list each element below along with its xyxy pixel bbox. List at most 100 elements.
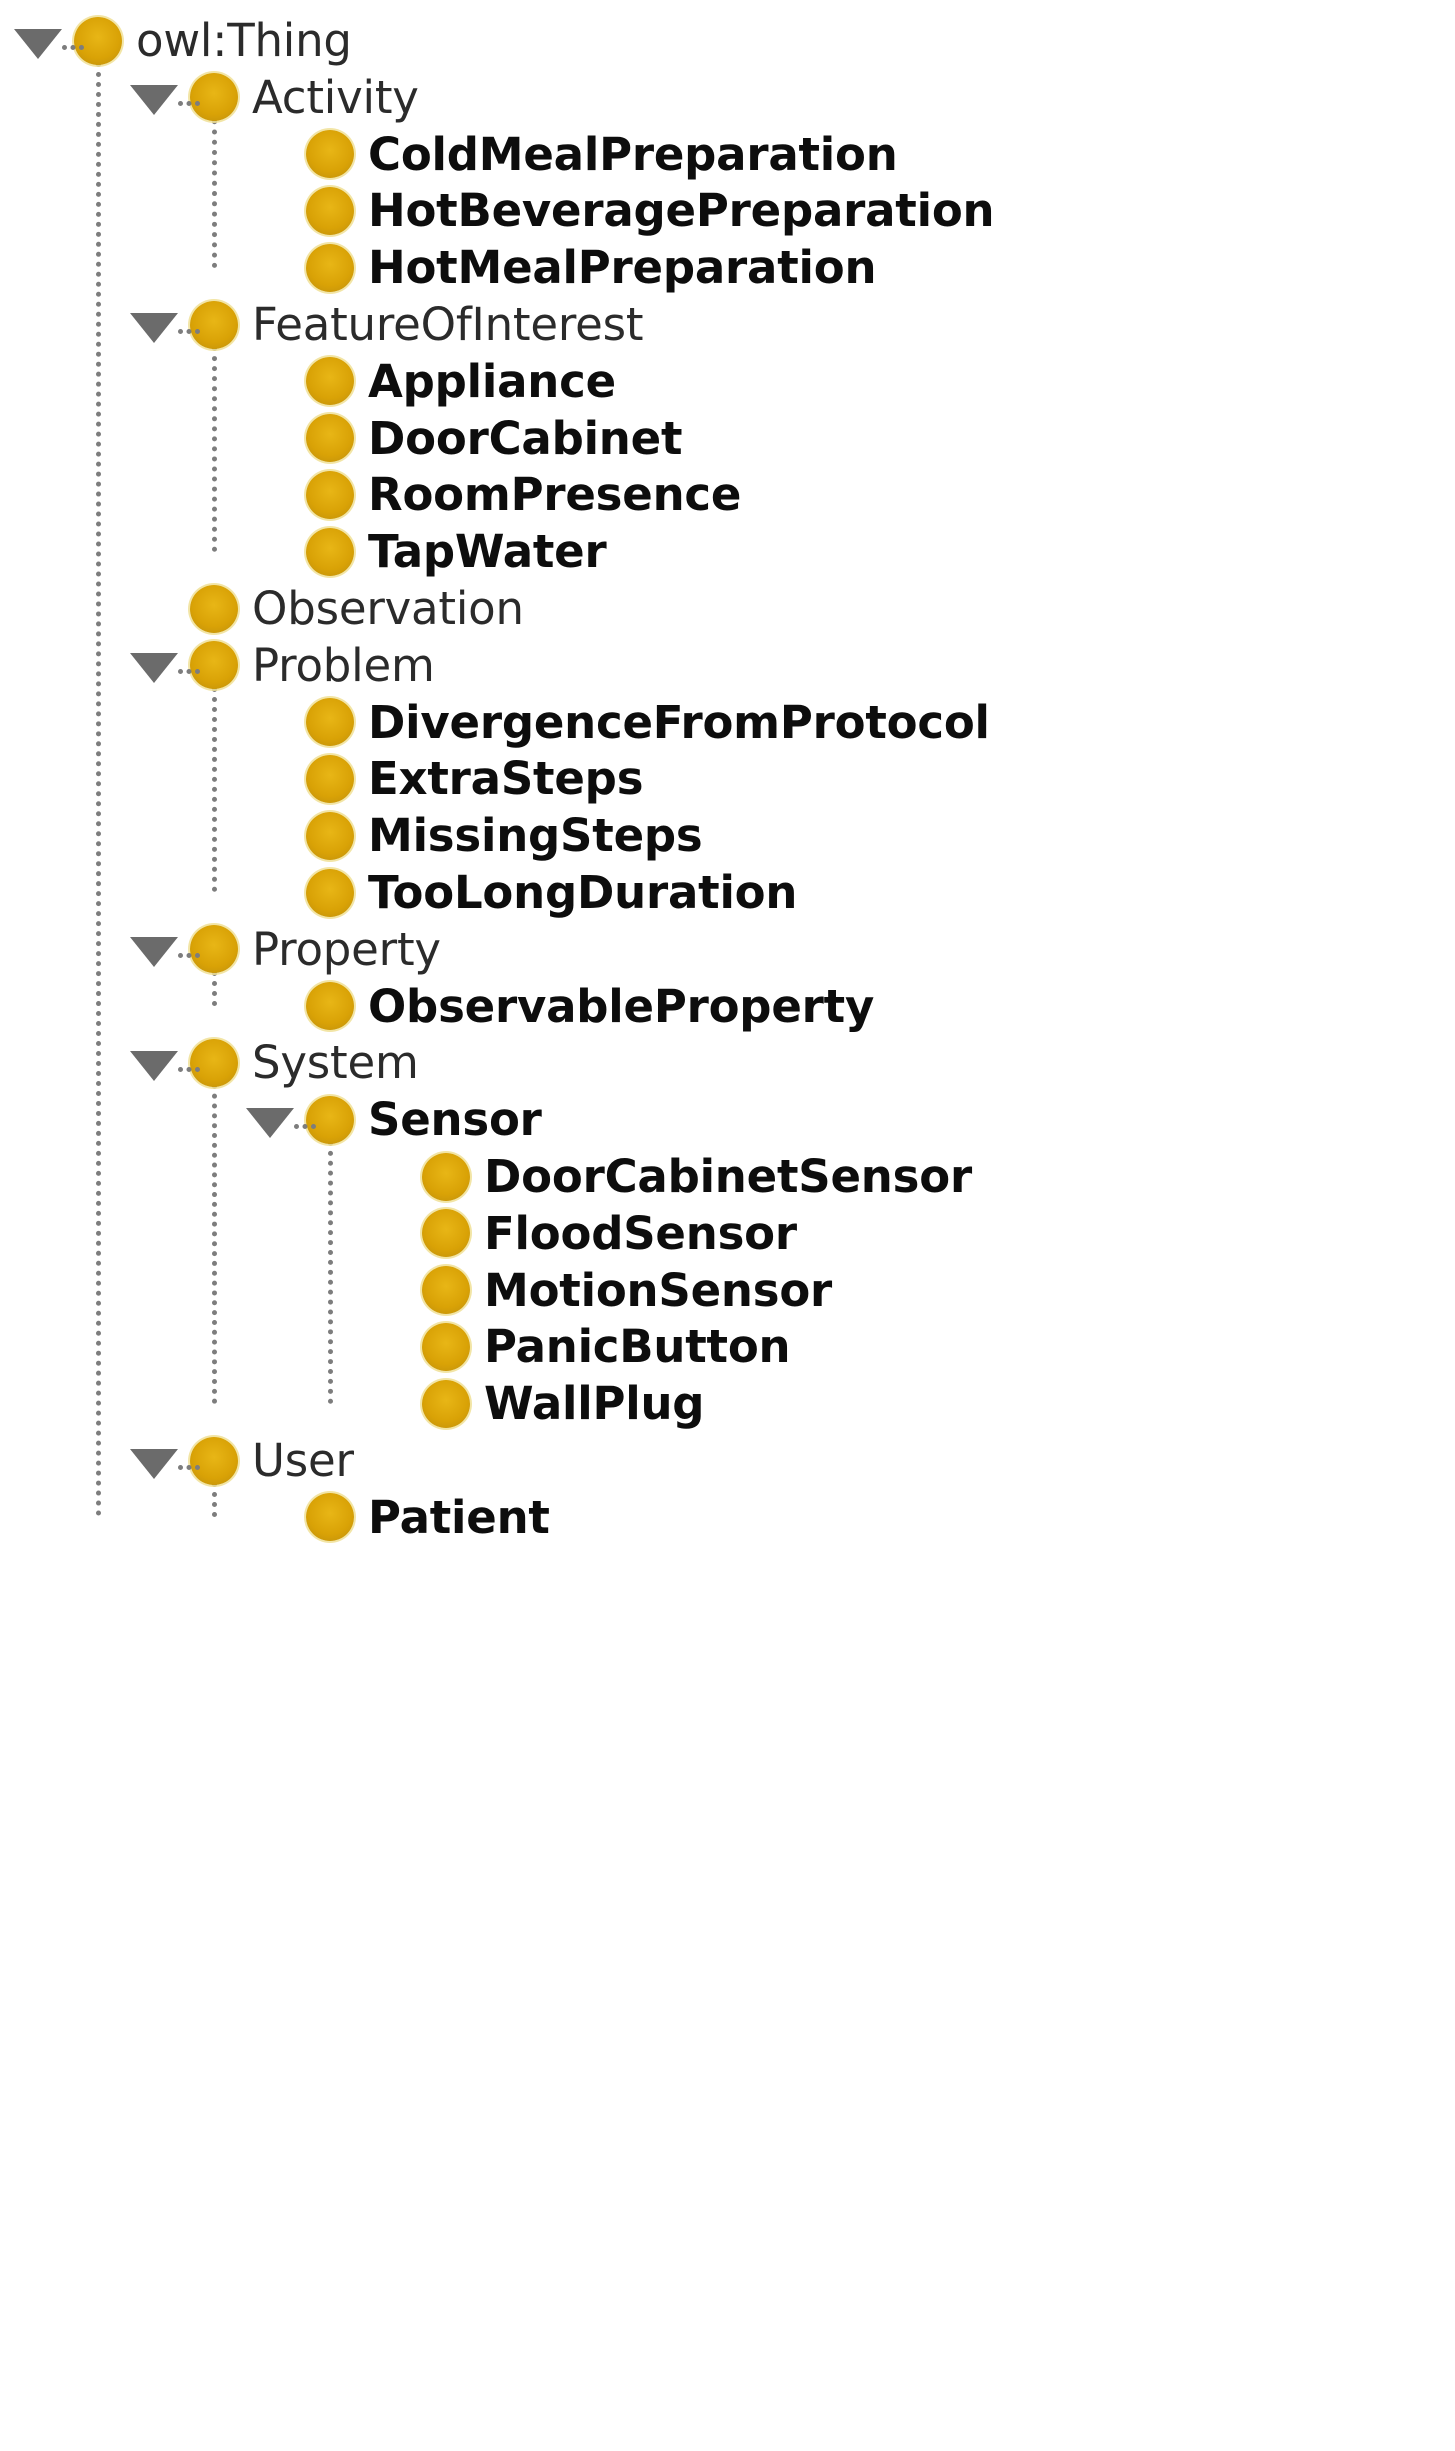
tree-node-observable-property[interactable]: ObservableProperty: [242, 978, 874, 1035]
tree-node-missing-steps[interactable]: MissingSteps: [242, 807, 703, 864]
triangle-down-icon: [130, 85, 178, 116]
owl-class-bullet-icon: [422, 1266, 470, 1315]
tree-node-problem[interactable]: Problem: [126, 637, 435, 694]
tree-node-label: System: [252, 1036, 419, 1090]
expand-collapse-triangle-down-icon[interactable]: [242, 1100, 316, 1140]
tree-node-label: Problem: [252, 638, 435, 692]
connector-stub: [178, 669, 200, 675]
tree-node-divergence-from-protocol[interactable]: DivergenceFromProtocol: [242, 694, 990, 751]
tree-node-label: User: [252, 1434, 354, 1487]
owl-class-bullet-icon: [306, 1095, 354, 1144]
tree-node-label: DivergenceFromProtocol: [368, 695, 990, 749]
tree-leaf-connector-icon: [242, 248, 306, 288]
tree-leaf-connector-icon: [242, 873, 306, 913]
tree-node-hot-meal-preparation[interactable]: HotMealPreparation: [242, 239, 877, 296]
owl-class-bullet-icon: [306, 130, 354, 179]
tree-node-label: DoorCabinet: [368, 411, 683, 465]
owl-class-bullet-icon: [306, 868, 354, 917]
tree-node-label: TapWater: [368, 525, 607, 579]
tree-node-activity[interactable]: Activity: [126, 69, 419, 126]
connector-stub: [178, 1464, 200, 1470]
tree-leaf-connector-icon: [242, 191, 306, 231]
triangle-down-icon: [14, 28, 62, 59]
tree-leaf-connector-icon: [242, 1497, 306, 1537]
tree-guide-rail: [212, 1472, 217, 1518]
tree-node-system[interactable]: System: [126, 1034, 419, 1091]
tree-node-label: WallPlug: [484, 1377, 705, 1431]
owl-class-bullet-icon: [306, 243, 354, 292]
tree-node-tap-water[interactable]: TapWater: [242, 523, 607, 580]
owl-class-bullet-icon: [190, 925, 238, 974]
tree-leaf-connector-icon: [242, 418, 306, 458]
tree-guide-rail: [212, 108, 217, 268]
tree-node-cold-meal-preparation[interactable]: ColdMealPreparation: [242, 126, 898, 183]
tree-node-too-long-duration[interactable]: TooLongDuration: [242, 864, 797, 921]
tree-node-hot-beverage-preparation[interactable]: HotBeveragePreparation: [242, 182, 995, 239]
tree-leaf-connector-icon: [242, 986, 306, 1026]
tree-node-door-cabinet[interactable]: DoorCabinet: [242, 410, 682, 467]
tree-node-extra-steps[interactable]: ExtraSteps: [242, 750, 643, 807]
owl-class-bullet-icon: [306, 698, 354, 747]
tree-node-label: MotionSensor: [484, 1263, 833, 1317]
tree-node-flood-sensor[interactable]: FloodSensor: [358, 1205, 797, 1262]
tree-guide-rail: [212, 336, 217, 552]
expand-collapse-triangle-down-icon[interactable]: [126, 1043, 200, 1083]
tree-node-label: TooLongDuration: [368, 866, 798, 919]
owl-class-bullet-icon: [190, 1436, 238, 1485]
owl-class-bullet-icon: [306, 982, 354, 1031]
tree-node-user[interactable]: User: [126, 1432, 354, 1489]
tree-node-wall-plug[interactable]: WallPlug: [358, 1375, 705, 1432]
triangle-down-icon: [130, 312, 178, 343]
expand-collapse-triangle-down-icon[interactable]: [126, 305, 200, 345]
expand-collapse-triangle-down-icon[interactable]: [126, 1441, 200, 1481]
tree-node-room-presence[interactable]: RoomPresence: [242, 466, 741, 523]
owl-class-bullet-icon: [306, 754, 354, 803]
owl-class-bullet-icon: [306, 470, 354, 519]
tree-node-owl-thing[interactable]: owl:Thing: [10, 12, 352, 69]
owl-class-bullet-icon: [306, 1493, 354, 1542]
owl-class-bullet-icon: [422, 1379, 470, 1428]
tree-guide-rail: [212, 960, 217, 1006]
owl-class-bullet-icon: [422, 1322, 470, 1371]
connector-stub: [178, 953, 200, 959]
expand-collapse-triangle-down-icon[interactable]: [126, 645, 200, 685]
tree-leaf-connector-icon: [358, 1213, 422, 1253]
owl-class-bullet-icon: [422, 1152, 470, 1201]
tree-node-feature-of-interest[interactable]: FeatureOfInterest: [126, 296, 644, 353]
triangle-down-icon: [246, 1107, 294, 1138]
tree-leaf-connector-icon: [242, 759, 306, 799]
tree-leaf-connector-icon: [242, 134, 306, 174]
expand-collapse-triangle-down-icon[interactable]: [10, 21, 84, 61]
tree-leaf-connector-icon: [358, 1384, 422, 1424]
expand-collapse-triangle-down-icon[interactable]: [126, 929, 200, 969]
tree-leaf-connector-icon: [242, 361, 306, 401]
tree-node-motion-sensor[interactable]: MotionSensor: [358, 1262, 832, 1319]
connector-stub: [62, 44, 84, 50]
tree-node-sensor[interactable]: Sensor: [242, 1091, 542, 1148]
tree-node-label: FloodSensor: [484, 1206, 797, 1260]
tree-node-panic-button[interactable]: PanicButton: [358, 1318, 791, 1375]
triangle-down-icon: [130, 1050, 178, 1081]
tree-node-label: RoomPresence: [368, 468, 742, 522]
tree-node-door-cabinet-sensor[interactable]: DoorCabinetSensor: [358, 1148, 972, 1205]
owl-class-bullet-icon: [306, 811, 354, 860]
expand-collapse-triangle-down-icon[interactable]: [126, 77, 200, 117]
tree-guide-rail: [328, 1131, 333, 1404]
tree-leaf-connector-icon: [242, 816, 306, 856]
tree-node-label: ExtraSteps: [368, 752, 644, 806]
connector-stub: [294, 1123, 316, 1129]
tree-leaf-connector-icon: [358, 1157, 422, 1197]
tree-node-label: MissingSteps: [368, 809, 703, 863]
owl-class-bullet-icon: [306, 414, 354, 463]
tree-node-property[interactable]: Property: [126, 921, 441, 978]
tree-node-observation[interactable]: Observation: [126, 580, 524, 637]
tree-node-appliance[interactable]: Appliance: [242, 353, 616, 410]
tree-leaf-connector-icon: [242, 702, 306, 742]
tree-node-label: DoorCabinetSensor: [484, 1150, 972, 1203]
tree-guide-rail: [96, 52, 101, 1518]
tree-node-label: HotBeveragePreparation: [368, 184, 995, 238]
tree-leaf-connector-icon: [358, 1327, 422, 1367]
tree-node-patient[interactable]: Patient: [242, 1489, 550, 1546]
tree-node-label: Observation: [252, 582, 524, 635]
